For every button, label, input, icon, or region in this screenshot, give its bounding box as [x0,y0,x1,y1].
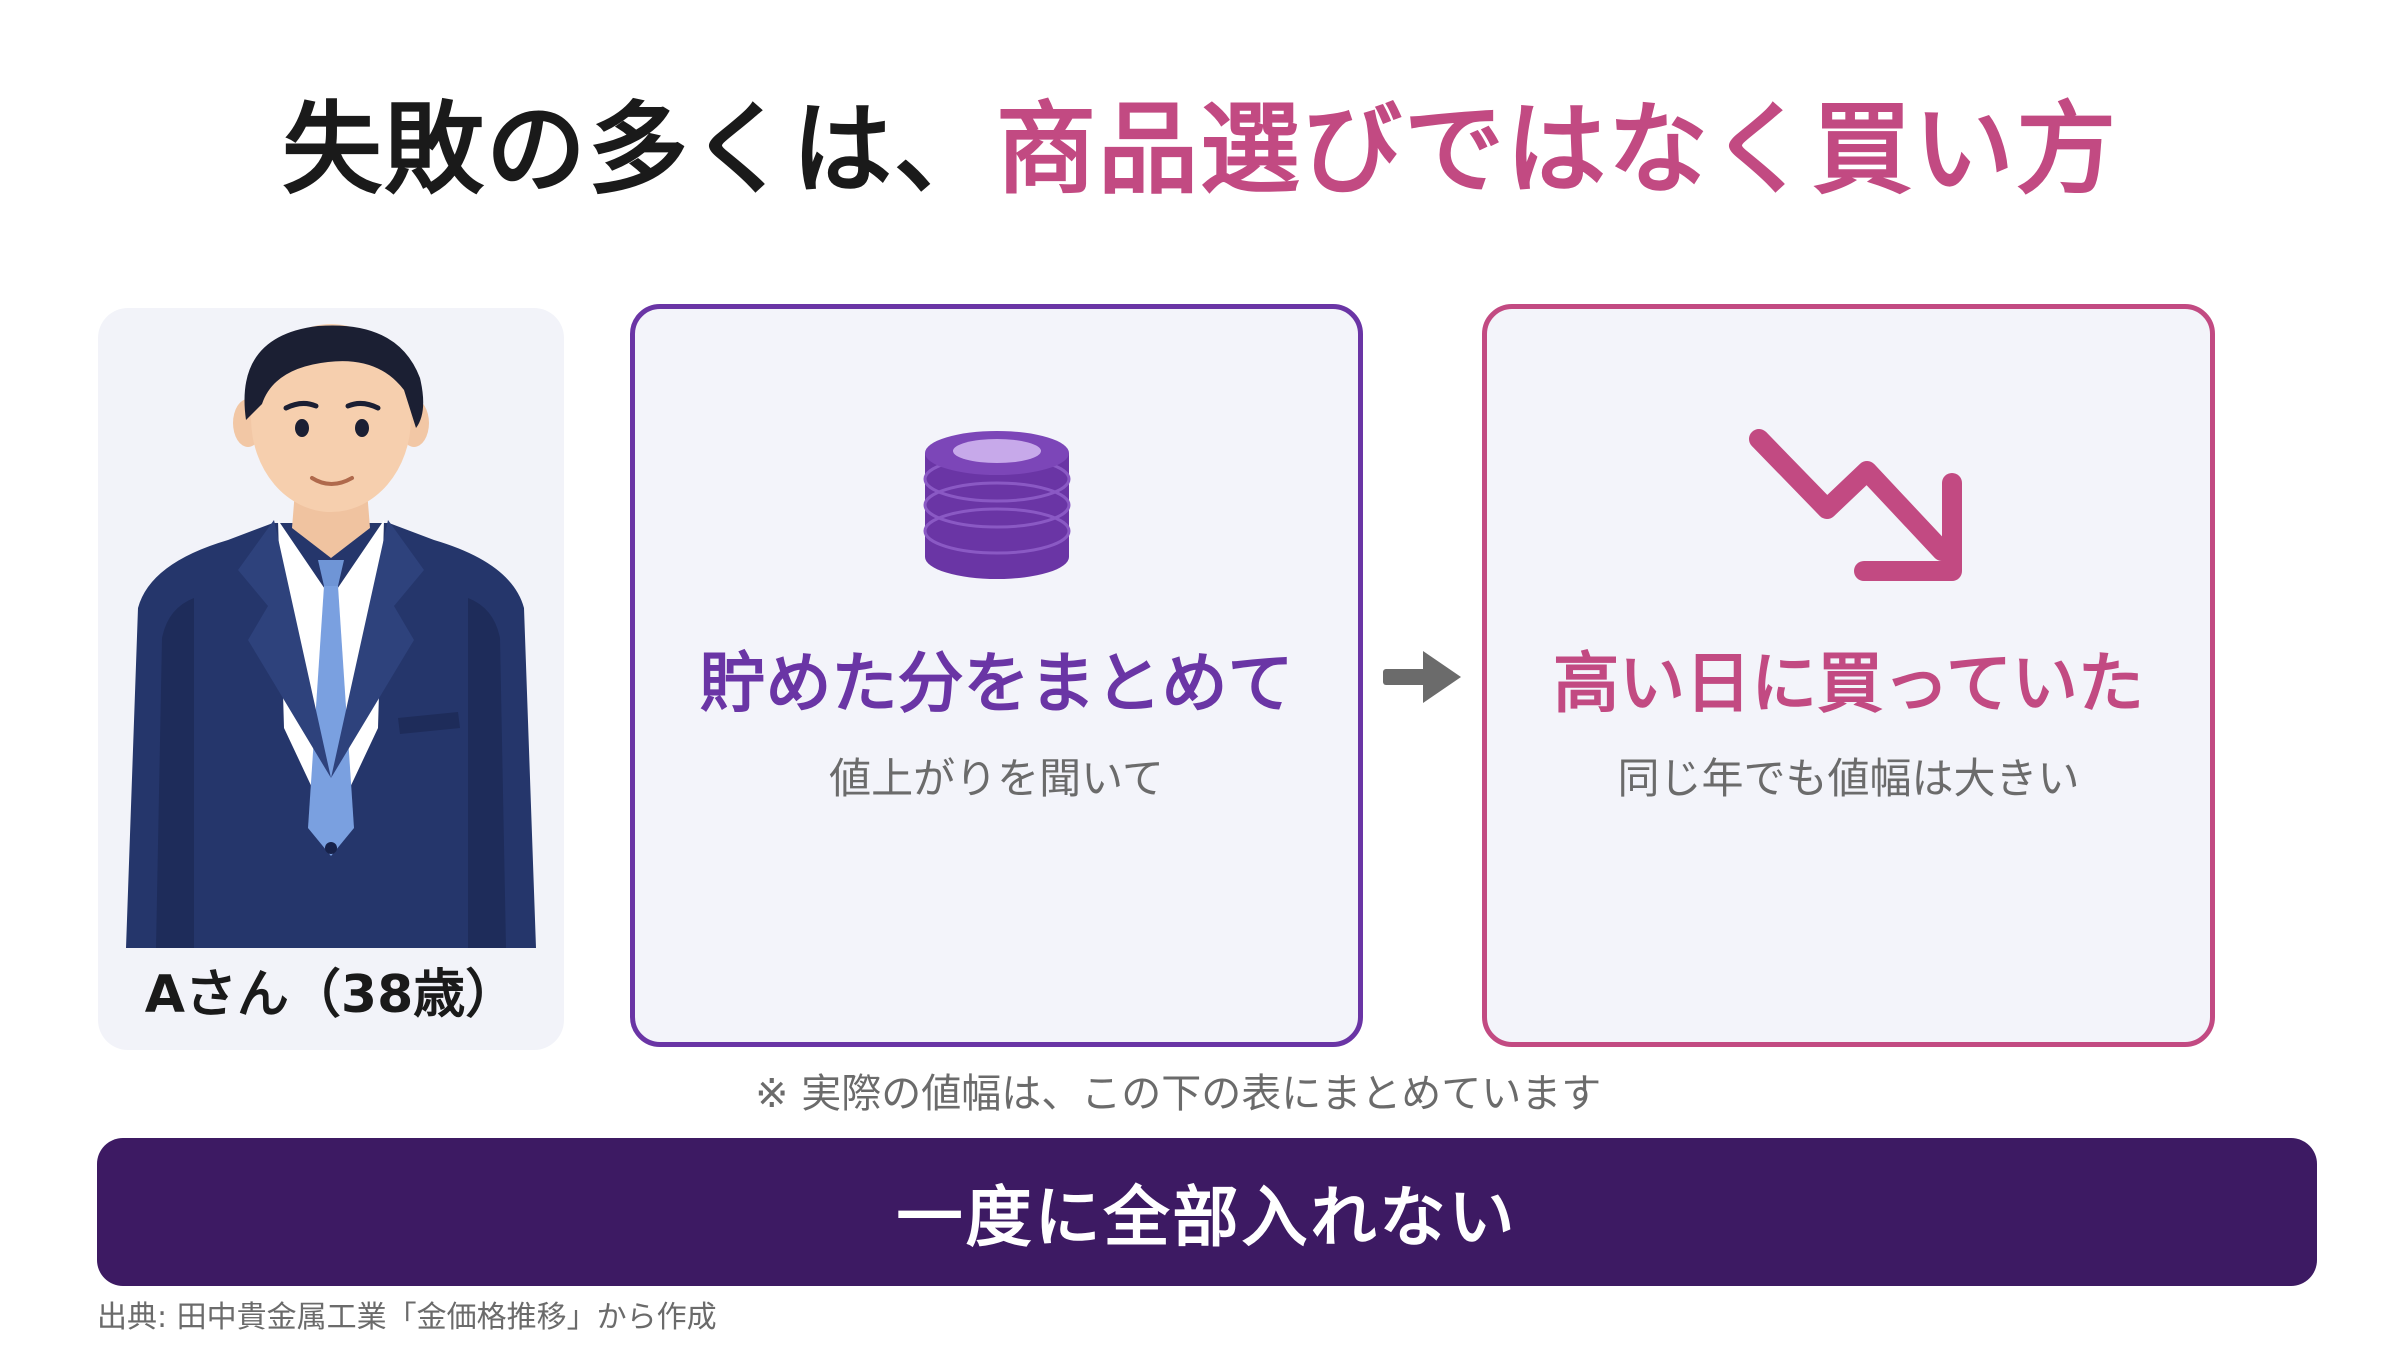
title-prefix: 失敗の多くは、 [282,91,996,208]
page-title: 失敗の多くは、商品選びではなく買い方 [0,90,2400,210]
arrow-right-icon [1383,651,1461,703]
step-card-buy-lump-sum: 貯めた分をまとめて 値上がりを聞いて [630,304,1363,1047]
trend-down-arrow-icon [1749,429,1962,581]
note-text: ※ 実際の値幅は、この下の表にまとめています [755,1071,1602,1117]
step-heading: 貯めた分をまとめて [699,645,1294,722]
step-subtext: 同じ年でも値幅は大きい [1617,754,2080,803]
coin-stack-icon [923,431,1071,579]
businessman-illustration [126,324,536,948]
step-card-bought-high: 高い日に買っていた 同じ年でも値幅は大きい [1482,304,2215,1047]
person-label: Aさん（38歳） [144,965,518,1025]
step-subtext: 値上がりを聞いて [829,754,1164,803]
conclusion-banner: 一度に全部入れない [97,1138,2317,1286]
banner-text: 一度に全部入れない [896,1179,1518,1256]
person-card: Aさん（38歳） [98,308,564,1050]
step-heading: 高い日に買っていた [1553,645,2144,722]
source-citation: 出典: 田中貴金属工業「金価格推移」から作成 [97,1300,717,1335]
title-highlight: 商品選びではなく買い方 [996,91,2118,208]
